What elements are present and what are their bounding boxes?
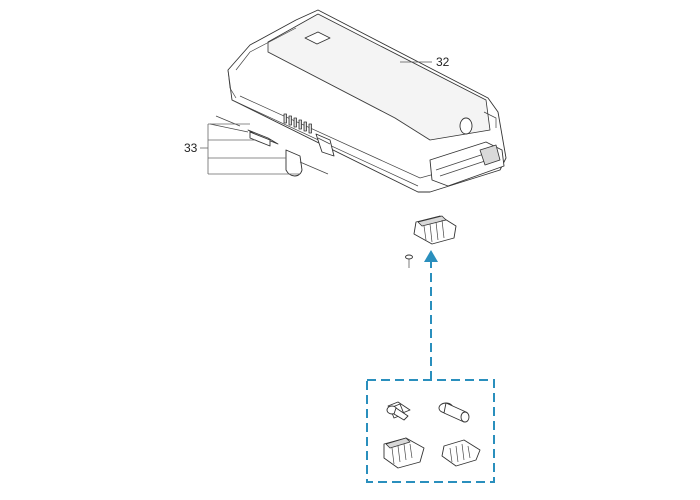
callout-33-label: 33 xyxy=(184,141,198,155)
screw xyxy=(405,254,413,268)
parts-inset-box xyxy=(366,379,495,483)
inset-pin-2 xyxy=(438,402,470,423)
battery-vents xyxy=(283,113,312,134)
blue-dashed-arrow xyxy=(424,250,438,380)
label-sheets xyxy=(209,115,329,177)
battery-connector xyxy=(413,215,457,245)
battery-pack xyxy=(227,9,507,193)
callout-32-label: 32 xyxy=(436,55,450,69)
inset-connector-1 xyxy=(383,437,425,469)
inset-pin-1 xyxy=(386,401,411,421)
callout-33-bracket xyxy=(200,123,300,175)
inset-connector-2 xyxy=(441,439,481,467)
arrow-head-icon xyxy=(424,250,438,262)
